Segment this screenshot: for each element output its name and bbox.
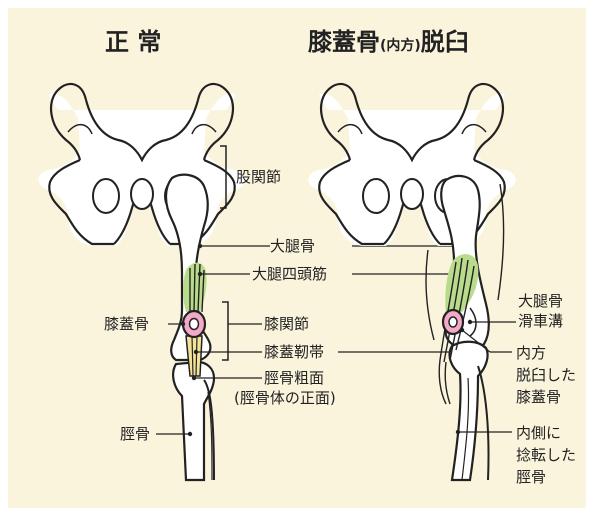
- label-medial-luxation-2: 脱臼した: [516, 366, 576, 384]
- label-medial-luxation-1: 内方: [516, 344, 546, 362]
- label-tibia-twist-3: 脛骨: [516, 468, 546, 486]
- label-hip-joint: 股関節: [236, 168, 281, 186]
- label-femoral-groove-2: 滑車溝: [518, 312, 563, 330]
- label-tibia-twist-2: 捻転した: [516, 446, 576, 464]
- label-tibia-left: 脛骨: [120, 425, 150, 443]
- label-femur: 大腿骨: [270, 237, 315, 255]
- knee-joint-bracket: [222, 302, 228, 360]
- normal-pelvis: [38, 84, 245, 246]
- luxation-pelvis: [308, 84, 515, 246]
- title-normal: 正 常: [105, 28, 161, 56]
- label-tibia-twist-1: 内側に: [516, 424, 561, 442]
- luxation-tibia: [450, 342, 489, 480]
- label-medial-luxation-3: 膝蓋骨: [516, 388, 561, 406]
- label-femoral-groove-1: 大腿骨: [518, 292, 563, 310]
- title-luxation: 膝蓋骨(内方)脱臼: [308, 28, 469, 56]
- label-quadriceps: 大腿四頭筋: [252, 265, 327, 283]
- label-tibial-tuberosity-note: (脛骨体の正面): [234, 389, 336, 407]
- label-patella-left: 膝蓋骨: [104, 315, 149, 333]
- label-patellar-ligament: 膝蓋靭帯: [264, 343, 324, 361]
- label-tibial-tuberosity: 脛骨粗面: [264, 369, 324, 387]
- label-knee-joint: 膝関節: [264, 315, 309, 333]
